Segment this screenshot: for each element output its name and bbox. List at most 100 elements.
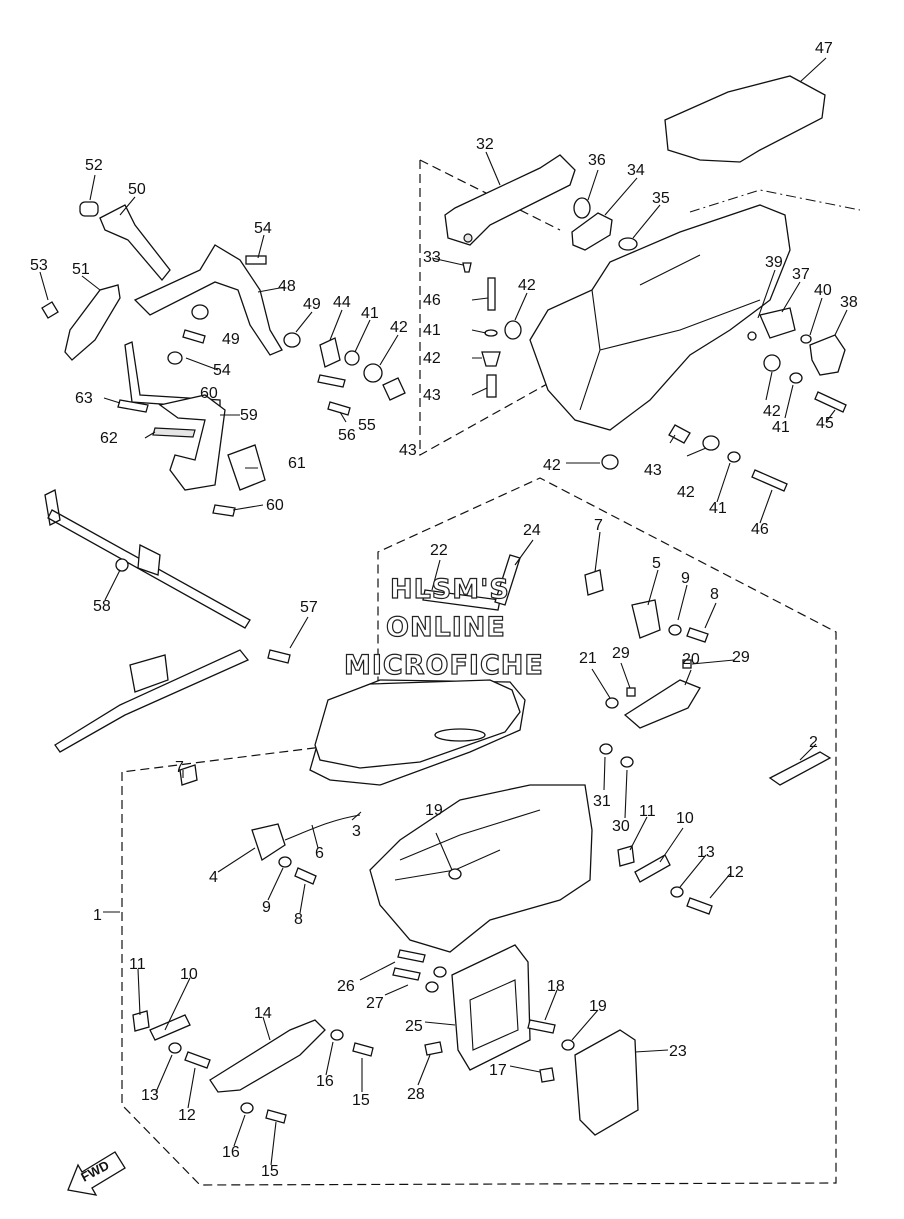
part-25-inner — [469, 979, 519, 1051]
part-label: 43 — [399, 442, 417, 459]
frame-bracket — [137, 543, 161, 576]
part-13a — [670, 886, 684, 898]
part-label: 16 — [222, 1144, 240, 1161]
leader-lines — [39, 57, 848, 1166]
part-label: 18 — [547, 978, 565, 995]
part-14-hinge — [209, 1019, 326, 1093]
part-29b — [682, 659, 692, 669]
part-56-bolt — [327, 401, 351, 416]
part-label: 36 — [588, 152, 606, 169]
part-label: 13 — [141, 1087, 159, 1104]
part-label: 54 — [254, 220, 272, 237]
part-label: 26 — [337, 978, 355, 995]
part-label: 41 — [361, 305, 379, 322]
part-label: 32 — [476, 136, 494, 153]
part-42-grommet — [504, 320, 522, 340]
part-39 — [747, 331, 757, 341]
part-label: 33 — [423, 249, 441, 266]
part-label: 19 — [589, 998, 607, 1015]
part-label: 49 — [222, 331, 240, 348]
part-42e — [601, 454, 619, 470]
part-label: 39 — [765, 254, 783, 271]
part-label: 35 — [652, 190, 670, 207]
part-label: 41 — [772, 419, 790, 436]
part-54-bolt — [245, 255, 267, 265]
part-27a — [433, 966, 447, 978]
part-label: 15 — [352, 1092, 370, 1109]
part-21 — [605, 697, 619, 709]
part-4-latch — [251, 823, 286, 862]
part-label: 16 — [316, 1073, 334, 1090]
part-label: 37 — [792, 266, 810, 283]
part-26b-bolt — [392, 967, 421, 981]
part-label: 54 — [213, 362, 231, 379]
part-22-handle — [434, 728, 486, 742]
part-37-bracket — [759, 307, 796, 339]
part-label: 42 — [423, 350, 441, 367]
part-36 — [573, 197, 591, 219]
part-label: 55 — [358, 417, 376, 434]
part-label: 12 — [726, 864, 744, 881]
part-label: 2 — [809, 734, 818, 751]
part-label: 31 — [593, 793, 611, 810]
part-label: 62 — [100, 430, 118, 447]
part-8b-bolt — [294, 867, 317, 885]
part-59-guard — [158, 394, 226, 491]
part-38-plate — [809, 334, 846, 376]
part-label: 47 — [815, 40, 833, 57]
part-7b-clip — [179, 764, 198, 786]
part-41-washer — [484, 329, 498, 337]
part-label: 56 — [338, 427, 356, 444]
part-27b — [425, 981, 439, 993]
part-52-cap — [79, 201, 99, 217]
fwd-arrow-icon — [67, 1151, 126, 1196]
part-label: 10 — [180, 966, 198, 983]
part-23-bracket — [574, 1029, 639, 1136]
part-label: 23 — [669, 1043, 687, 1060]
saddlebag-right-detail — [579, 254, 761, 411]
part-label: 50 — [128, 181, 146, 198]
part-label: 15 — [261, 1163, 279, 1180]
part-label: 42 — [390, 319, 408, 336]
part-label: 17 — [489, 1062, 507, 1079]
part-60b-bolt — [212, 504, 236, 517]
part-label: 42 — [763, 403, 781, 420]
part-16b — [240, 1102, 254, 1114]
part-19a — [448, 868, 462, 880]
part-label: 38 — [840, 294, 858, 311]
part-label: 34 — [627, 162, 645, 179]
part-55-bolt — [317, 374, 346, 388]
part-label: 41 — [423, 322, 441, 339]
part-label: 52 — [85, 157, 103, 174]
part-60a — [167, 351, 183, 365]
part-label: 51 — [72, 261, 90, 278]
part-12a-bolt — [686, 897, 713, 915]
part-11a-clip — [617, 845, 635, 867]
part-label: 5 — [652, 555, 661, 572]
part-label: 42 — [677, 484, 695, 501]
part-label: 44 — [333, 294, 351, 311]
fwd-arrow: FWD — [67, 1151, 126, 1196]
part-7a-clip — [584, 569, 604, 596]
part-label: 59 — [240, 407, 258, 424]
part-53-bolt — [41, 301, 59, 319]
part-46b-bolt — [751, 469, 788, 492]
part-label: 43 — [644, 462, 662, 479]
part-33 — [462, 262, 472, 273]
part-8a-bolt — [686, 627, 709, 643]
part-label: 43 — [423, 387, 441, 404]
part-label: 1 — [93, 907, 102, 924]
part-19b — [561, 1039, 575, 1051]
part-5-latch — [631, 599, 661, 639]
part-label: 58 — [93, 598, 111, 615]
part-48-bracket — [133, 244, 283, 356]
part-label: 28 — [407, 1086, 425, 1103]
part-label: 8 — [294, 911, 303, 928]
watermark-line3: MICROFICHE — [344, 650, 544, 681]
part-label: 12 — [178, 1107, 196, 1124]
part-label: 53 — [30, 257, 48, 274]
part-label: 8 — [710, 586, 719, 603]
part-62-strap — [152, 427, 196, 438]
part-58-nut — [115, 558, 129, 572]
part-label: 40 — [814, 282, 832, 299]
